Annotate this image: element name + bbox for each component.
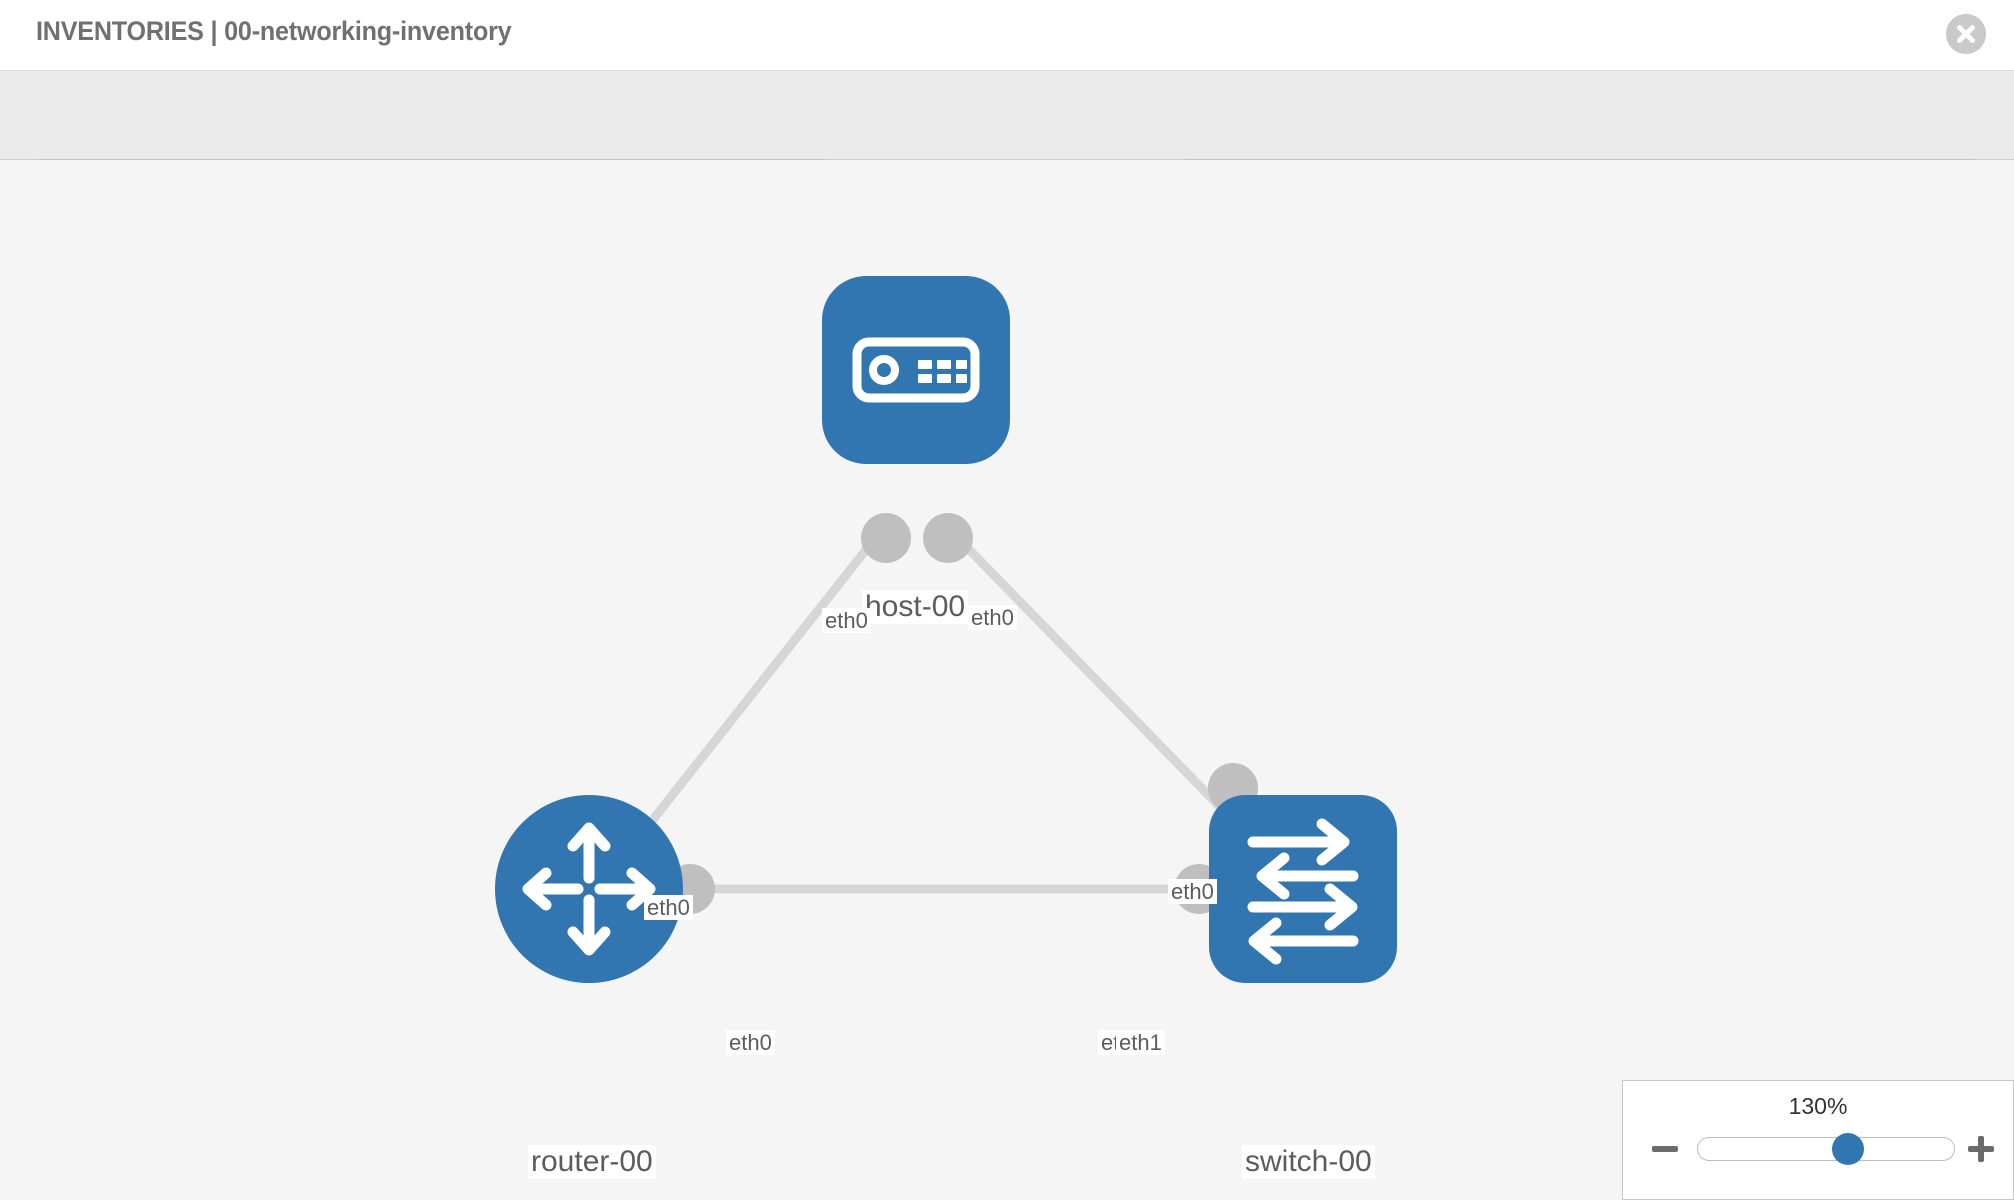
- node-host-00: [822, 276, 1010, 464]
- node-switch-00: [1209, 795, 1397, 983]
- link-host00-router00: [625, 529, 884, 853]
- page-header: INVENTORIES | 00-networking-inventory: [0, 0, 2014, 70]
- zoom-slider-row: [1623, 1129, 2013, 1169]
- interface-label: eth0: [726, 1030, 775, 1056]
- server-device-icon: [852, 337, 980, 403]
- minus-icon[interactable]: [1649, 1133, 1681, 1165]
- topology-graph: [495, 276, 1397, 983]
- node-label-host-00: host-00: [862, 590, 969, 624]
- topology-canvas[interactable]: host-00 router-00 switch-00 eth0 eth0 et…: [0, 160, 2014, 1200]
- router-four-arrows-icon: [522, 822, 656, 956]
- plus-icon[interactable]: [1965, 1133, 1997, 1165]
- zoom-slider-track[interactable]: [1697, 1133, 1955, 1165]
- zoom-control-panel: 130%: [1622, 1080, 2014, 1200]
- zoom-slider-thumb[interactable]: [1832, 1133, 1865, 1165]
- zoom-percent-label: 130%: [1788, 1093, 1848, 1119]
- node-label-switch-00: switch-00: [1242, 1145, 1375, 1179]
- interface-label: eth0: [644, 895, 693, 921]
- interface-label: eth0: [1168, 879, 1217, 905]
- interface-label: eth0: [822, 608, 871, 634]
- node-router-00: [495, 795, 683, 983]
- topology-links: [625, 528, 1266, 894]
- close-icon[interactable]: [1946, 14, 1986, 54]
- page-title: INVENTORIES | 00-networking-inventory: [36, 16, 512, 46]
- topology-ports: [665, 513, 1258, 914]
- toolbar: ACTIONS SEARCH: [0, 70, 2014, 215]
- interface-label: eth1: [1116, 1030, 1165, 1056]
- node-label-router-00: router-00: [528, 1145, 656, 1179]
- port-host00-right: [923, 513, 973, 563]
- interface-label: eth0: [968, 605, 1017, 631]
- switch-arrows-icon: [1247, 818, 1359, 965]
- port-host00-left: [861, 513, 911, 563]
